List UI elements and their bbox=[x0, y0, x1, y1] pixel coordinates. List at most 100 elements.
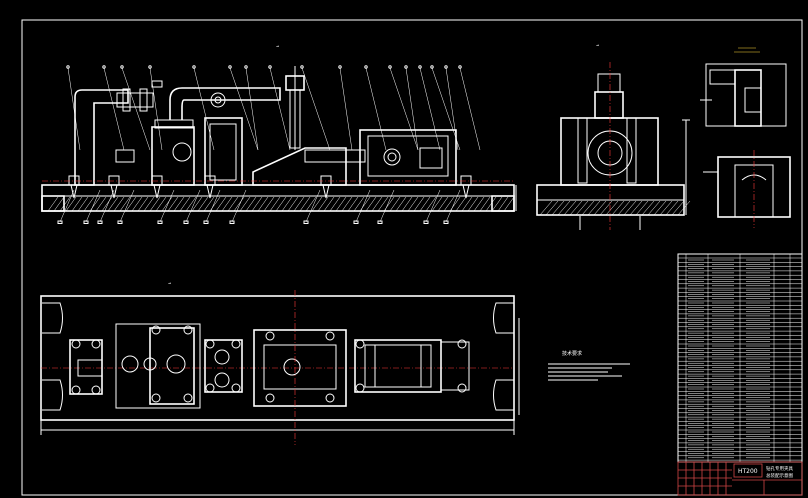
leader-line bbox=[59, 189, 75, 223]
hatch-line bbox=[161, 196, 173, 212]
leader-dot bbox=[300, 65, 304, 69]
leader-dot bbox=[268, 65, 272, 69]
hatch-line bbox=[611, 200, 625, 216]
bolt-tip bbox=[153, 184, 161, 199]
hatch-line bbox=[287, 196, 299, 212]
leader-line bbox=[269, 67, 291, 151]
bolt-circle bbox=[71, 339, 81, 349]
leader-tag bbox=[443, 220, 449, 224]
hatch-line bbox=[671, 200, 685, 216]
leader-tag bbox=[377, 220, 383, 224]
leader-line bbox=[459, 67, 481, 151]
bolt-circle bbox=[205, 383, 215, 393]
view-label-front: ⊸ bbox=[276, 44, 279, 50]
leader-line bbox=[305, 189, 321, 223]
leader-tag bbox=[117, 220, 123, 224]
leader-line bbox=[431, 67, 461, 151]
leader-tag bbox=[157, 220, 163, 224]
leader-line bbox=[301, 67, 331, 151]
hatch-line bbox=[215, 196, 227, 212]
bolt-circle bbox=[355, 383, 365, 393]
hatch-line bbox=[659, 200, 673, 216]
leader-line bbox=[99, 189, 115, 223]
hatch-line bbox=[413, 196, 425, 212]
bolt-head bbox=[151, 175, 163, 186]
leader-dot bbox=[364, 65, 368, 69]
detail-view-top bbox=[700, 47, 787, 127]
hatch-line bbox=[545, 200, 559, 216]
bolt-circle bbox=[355, 339, 365, 349]
hatch-line bbox=[485, 196, 497, 212]
leader-line bbox=[103, 67, 125, 151]
hatch-line bbox=[227, 196, 239, 212]
technical-requirements: 技术要求 bbox=[548, 350, 630, 381]
hatch-line bbox=[317, 196, 329, 212]
bolt-head bbox=[460, 175, 472, 186]
hatch-line bbox=[299, 196, 311, 212]
leader-dot bbox=[228, 65, 232, 69]
hatch-line bbox=[437, 196, 449, 212]
hatch-line bbox=[341, 196, 353, 212]
hatch-line bbox=[461, 196, 473, 212]
hatch-line bbox=[365, 196, 377, 212]
leader-dot bbox=[192, 65, 196, 69]
leader-tag bbox=[57, 220, 63, 224]
hatch-line bbox=[347, 196, 359, 212]
hatch-line bbox=[311, 196, 323, 212]
bolt-circle bbox=[265, 331, 275, 341]
side-view: ⊸ bbox=[536, 43, 691, 230]
hatch-line bbox=[443, 196, 455, 212]
title-block-name-1: 钻孔专用夹具 bbox=[766, 465, 793, 472]
bolt-circle bbox=[205, 339, 215, 349]
leader-line bbox=[425, 189, 441, 223]
hatch-line bbox=[653, 200, 667, 216]
hatch-line bbox=[377, 196, 389, 212]
hatch-line bbox=[563, 200, 577, 216]
leader-tag bbox=[303, 220, 309, 224]
leader-line bbox=[355, 189, 371, 223]
leader-line bbox=[229, 67, 259, 151]
hatch-line bbox=[395, 196, 407, 212]
bolt-circle bbox=[151, 393, 161, 403]
hatch-line bbox=[47, 196, 59, 212]
leader-line bbox=[231, 189, 247, 223]
leader-line bbox=[365, 67, 387, 151]
hatch-line bbox=[587, 200, 601, 216]
hatch-line bbox=[635, 200, 649, 216]
hatch-line bbox=[323, 196, 335, 212]
view-label-side: ⊸ bbox=[596, 43, 599, 49]
bolt-circle bbox=[91, 339, 101, 349]
hatch-line bbox=[239, 196, 251, 212]
hatch-line bbox=[155, 196, 167, 212]
hatch-line bbox=[371, 196, 383, 212]
leader-dot bbox=[430, 65, 434, 69]
hatch-line bbox=[401, 196, 413, 212]
leader-tag bbox=[353, 220, 359, 224]
bolt-circle bbox=[231, 383, 241, 393]
bolt-circle bbox=[183, 393, 193, 403]
bolt-head bbox=[320, 175, 332, 186]
hatch-line bbox=[593, 200, 607, 216]
bolt-circle bbox=[151, 325, 161, 335]
hatch-line bbox=[59, 196, 71, 212]
bolt-circle bbox=[183, 325, 193, 335]
leader-line bbox=[405, 67, 419, 151]
hatch-line bbox=[629, 200, 643, 216]
bolt-circle bbox=[457, 383, 467, 393]
leader-line bbox=[67, 67, 81, 151]
hatch-line bbox=[491, 196, 503, 212]
hatch-line bbox=[677, 200, 691, 216]
hatch-line bbox=[119, 196, 131, 212]
hatch-line bbox=[665, 200, 679, 216]
hatch-line bbox=[263, 196, 275, 212]
hatch-line bbox=[131, 196, 143, 212]
hatch-line bbox=[419, 196, 431, 212]
hatch-line bbox=[431, 196, 443, 212]
hatch-line bbox=[107, 196, 119, 212]
leader-line bbox=[389, 67, 419, 151]
hatch-line bbox=[389, 196, 401, 212]
leader-tag bbox=[229, 220, 235, 224]
bolt-circle bbox=[71, 385, 81, 395]
